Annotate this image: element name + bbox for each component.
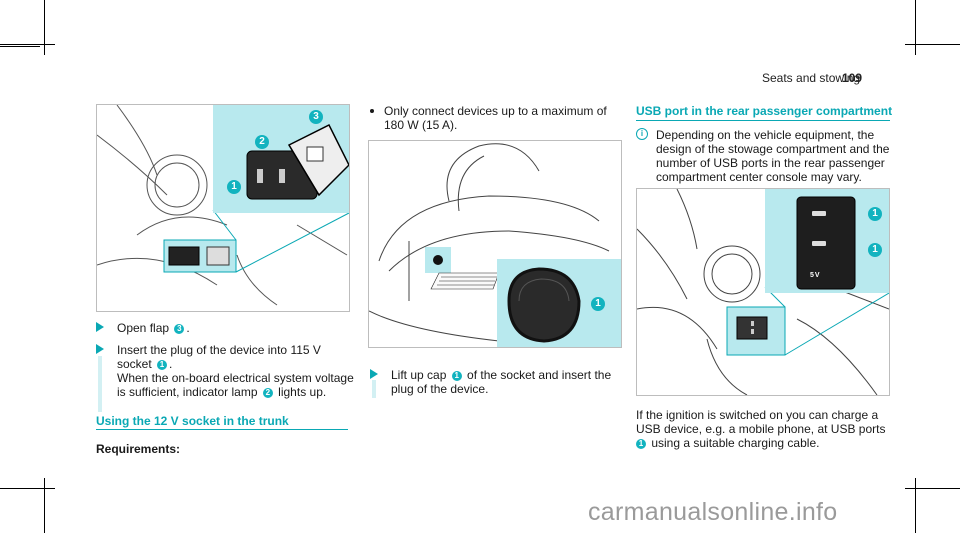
- figure-trunk-socket: [368, 140, 622, 348]
- section-rule: [96, 429, 348, 430]
- usb-voltage-label: 5V: [810, 272, 821, 279]
- step-lift-cap: Lift up cap 1 of the socket and insert t…: [370, 368, 630, 398]
- requirements-label: Requirements:: [96, 442, 181, 456]
- figure-callout-1: 1: [868, 207, 882, 221]
- step-open-flap: Open flap 3.: [96, 321, 356, 335]
- section-rule: [636, 120, 890, 121]
- bullet-max-load: Only connect devices up to a maximum of …: [370, 104, 630, 134]
- step-bar: [98, 356, 102, 412]
- crop-mark: [0, 46, 40, 47]
- note-vehicle-equipment: i Depending on the vehicle equipment, th…: [636, 128, 896, 188]
- figure-callout-1: 1: [227, 180, 241, 194]
- figure-callout-1: 1: [591, 297, 605, 311]
- callout-1: 1: [157, 359, 168, 370]
- figure-115v-socket: [96, 104, 350, 312]
- crop-mark: [44, 478, 45, 533]
- step-arrow-icon: [96, 344, 104, 354]
- info-icon: i: [636, 128, 648, 140]
- crop-mark: [905, 44, 960, 45]
- callout-2: 2: [262, 387, 273, 398]
- callout-1: 1: [451, 370, 462, 381]
- step-arrow-icon: [96, 322, 104, 332]
- crop-mark: [0, 44, 55, 45]
- running-header: Seats and stowing: [762, 71, 861, 85]
- crop-mark: [0, 488, 55, 489]
- figure-callout-1: 1: [868, 243, 882, 257]
- page-number: 109: [842, 71, 863, 85]
- step-arrow-icon: [370, 369, 378, 379]
- crop-mark: [915, 0, 916, 55]
- bullet-dot: [370, 109, 374, 113]
- callout-3: 3: [174, 323, 185, 334]
- crop-mark: [915, 478, 916, 533]
- figure-callout-2: 2: [255, 135, 269, 149]
- callout-1: 1: [636, 438, 646, 449]
- section-title-12v-socket: Using the 12 V socket in the trunk: [96, 414, 289, 428]
- section-title-usb-port: USB port in the rear passenger compartme…: [636, 104, 893, 118]
- usb-charging-paragraph: If the ignition is switched on you can c…: [636, 408, 886, 450]
- figure-usb-ports: [636, 188, 890, 396]
- step-insert-plug: Insert the plug of the device into 115 V…: [96, 343, 356, 403]
- crop-mark: [44, 0, 45, 55]
- figure-callout-3: 3: [309, 110, 323, 124]
- crop-mark: [905, 488, 960, 489]
- step-bar: [372, 380, 376, 398]
- watermark: carmanualsonline.info: [588, 498, 838, 526]
